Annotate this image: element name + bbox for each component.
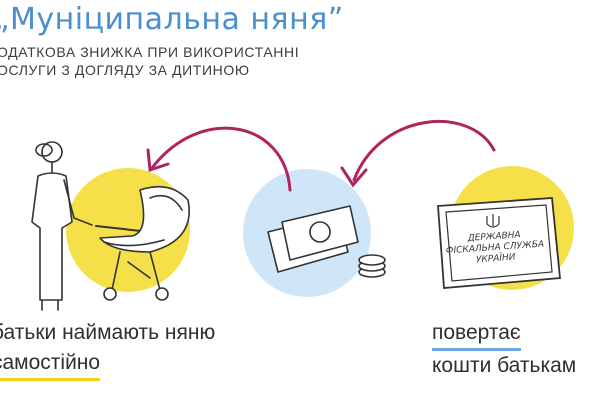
trident-icon [486, 214, 500, 228]
caption-right: повертає кошти батькам [432, 318, 576, 381]
arrow-left-icon [146, 126, 292, 192]
money-icon [267, 205, 386, 278]
subtitle-line-1: одаткова знижка при використанні [0, 44, 300, 60]
caption-right-line-1: повертає [432, 318, 521, 351]
arrow-right-icon [340, 120, 496, 188]
page-title: „Муніципальна няня” [0, 2, 344, 37]
page-subtitle: одаткова знижка при використанні ослуги … [0, 43, 299, 79]
tax-office-sign-icon [437, 197, 561, 289]
caption-left-line-2: самостійно [0, 348, 101, 381]
caption-left: батьки наймають няню самостійно [0, 318, 215, 381]
caption-left-line-1: батьки наймають няню [0, 321, 216, 344]
caption-right-line-2: кошти батькам [432, 354, 577, 377]
subtitle-line-2: ослуги з догляду за дитиною [0, 62, 250, 78]
mother-with-stroller-icon [31, 141, 190, 311]
